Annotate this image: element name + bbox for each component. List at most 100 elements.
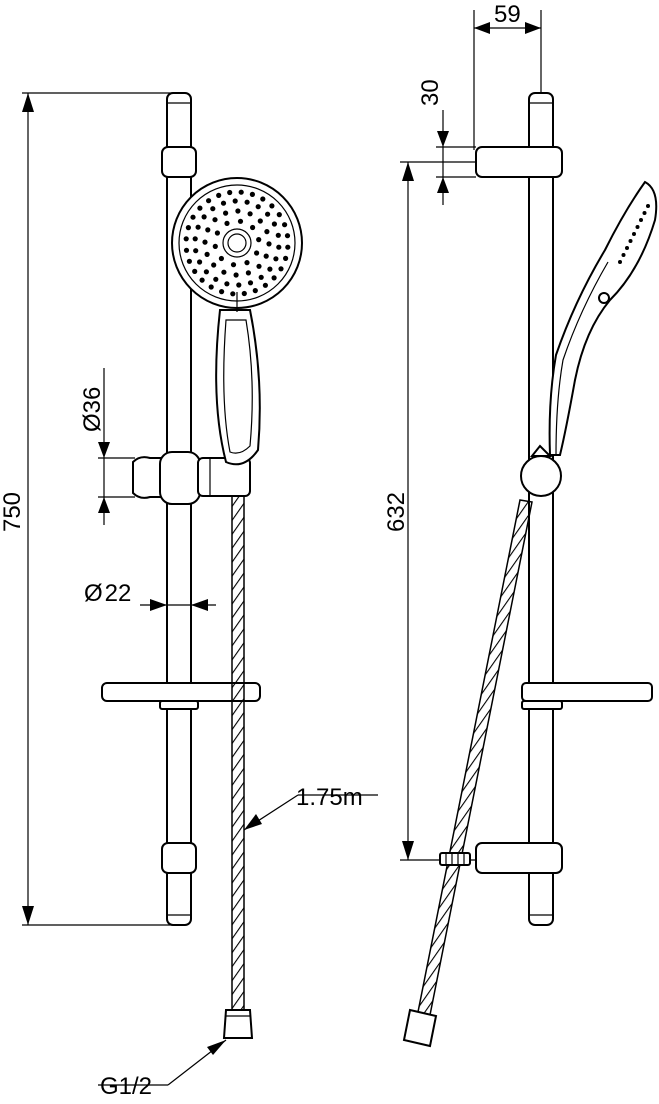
- spray-nozzle: [276, 244, 282, 250]
- spray-nozzle: [211, 262, 217, 268]
- spray-nozzle: [255, 204, 261, 210]
- spray-nozzle: [192, 236, 198, 242]
- spray-nozzle: [223, 210, 229, 216]
- bracket-height-label: 30: [417, 79, 444, 106]
- spray-nozzle: [212, 217, 218, 223]
- shower-handset: [171, 177, 303, 466]
- spray-nozzle: [271, 275, 277, 281]
- side-spray-nozzle: [639, 218, 643, 222]
- side-shower-handset: [548, 180, 658, 456]
- spray-nozzle: [263, 253, 269, 259]
- spray-nozzle: [193, 248, 199, 254]
- hose-length-label: 1.75m: [296, 784, 363, 811]
- spray-nozzle: [201, 214, 207, 220]
- soap-dish: [101, 682, 261, 710]
- spray-nozzle: [258, 274, 264, 280]
- side-top-wall-bracket: [475, 146, 563, 178]
- spray-nozzle: [276, 212, 282, 218]
- spray-nozzle: [192, 268, 198, 274]
- side-spray-nozzle: [618, 260, 622, 264]
- spray-nozzle: [197, 259, 203, 265]
- spray-nozzle: [227, 189, 233, 196]
- height-dimension-label: 750: [0, 492, 26, 532]
- bottom-wall-bracket: [161, 842, 197, 874]
- spray-nozzle: [244, 260, 250, 266]
- spray-nozzle: [190, 214, 196, 220]
- bracket-diameter-dimension: Ø36: [79, 368, 135, 525]
- spray-nozzle: [219, 289, 225, 295]
- projection-label: 59: [494, 1, 521, 28]
- spray-nozzle: [265, 211, 271, 217]
- spray-nozzle: [267, 266, 273, 272]
- spray-nozzle: [232, 198, 238, 204]
- spray-nozzle: [238, 189, 244, 195]
- spray-nozzle: [284, 233, 291, 239]
- rail-diameter-label: Ø22: [84, 580, 131, 607]
- spray-nozzle: [185, 225, 191, 231]
- spray-nozzle: [250, 224, 256, 231]
- spray-nozzle: [266, 241, 272, 247]
- spray-nozzle: [235, 208, 241, 214]
- spray-nozzle: [278, 266, 284, 272]
- slide-rail: [166, 92, 192, 926]
- spray-nozzle: [199, 277, 205, 283]
- spray-nozzle: [233, 272, 239, 278]
- spray-nozzle: [214, 230, 220, 236]
- rail-diameter-dimension: Ø22: [84, 580, 216, 611]
- spray-nozzle: [212, 243, 218, 249]
- spray-nozzle: [208, 284, 214, 290]
- spray-nozzle: [247, 211, 253, 217]
- spray-nozzle: [220, 200, 227, 206]
- connector-thread-label: G1/2: [100, 1073, 152, 1100]
- spray-nozzle: [230, 291, 236, 297]
- side-shower-hose: [402, 499, 533, 1048]
- side-spray-nozzle: [632, 232, 636, 236]
- spray-nozzle: [218, 255, 224, 262]
- spray-nozzle: [244, 199, 250, 205]
- spray-nozzle: [230, 262, 237, 268]
- spray-nozzle: [224, 220, 230, 226]
- side-spray-nozzle: [635, 225, 640, 229]
- height-dimension: 750: [0, 92, 175, 926]
- spray-nozzle: [273, 256, 279, 262]
- side-spray-nozzles: [618, 204, 650, 264]
- side-spray-nozzle: [646, 204, 650, 208]
- spray-nozzle: [245, 270, 251, 276]
- spray-nozzle: [183, 236, 189, 242]
- spray-nozzle: [249, 191, 255, 197]
- spray-nozzle: [221, 269, 227, 275]
- spray-nozzle: [256, 263, 262, 269]
- spray-nozzle: [204, 251, 210, 257]
- spray-nozzle: [186, 258, 192, 264]
- spray-nozzle: [216, 192, 222, 198]
- spray-nozzles: [183, 189, 291, 297]
- handset-holder: [132, 451, 251, 505]
- side-soap-dish: [521, 682, 653, 710]
- spray-nozzle: [236, 282, 242, 288]
- spray-nozzle: [241, 290, 247, 297]
- side-spray-nozzle: [628, 239, 633, 243]
- spray-nozzle: [202, 239, 208, 245]
- spray-nozzle: [285, 244, 291, 250]
- projection-dimension: 59: [473, 1, 542, 150]
- side-slide-rail: [528, 92, 554, 926]
- spray-nozzle: [260, 196, 266, 202]
- top-wall-bracket: [161, 146, 197, 178]
- spray-nozzle: [256, 237, 262, 243]
- spray-nozzle: [206, 198, 212, 204]
- spray-nozzle: [183, 247, 190, 253]
- hose-length-callout: 1.75m: [243, 784, 378, 831]
- side-handset-holder: [520, 444, 562, 497]
- front-view: 750: [0, 92, 378, 1100]
- spray-nozzle: [252, 288, 258, 294]
- side-spray-nozzle: [642, 211, 647, 215]
- side-bottom-wall-bracket: [475, 842, 563, 874]
- spray-nozzle: [283, 255, 289, 261]
- bracket-height-dimension: 30: [417, 79, 476, 205]
- spray-nozzle: [213, 276, 219, 282]
- spray-nozzle: [210, 206, 216, 212]
- spray-nozzle: [264, 229, 270, 235]
- spray-nozzle: [275, 232, 281, 238]
